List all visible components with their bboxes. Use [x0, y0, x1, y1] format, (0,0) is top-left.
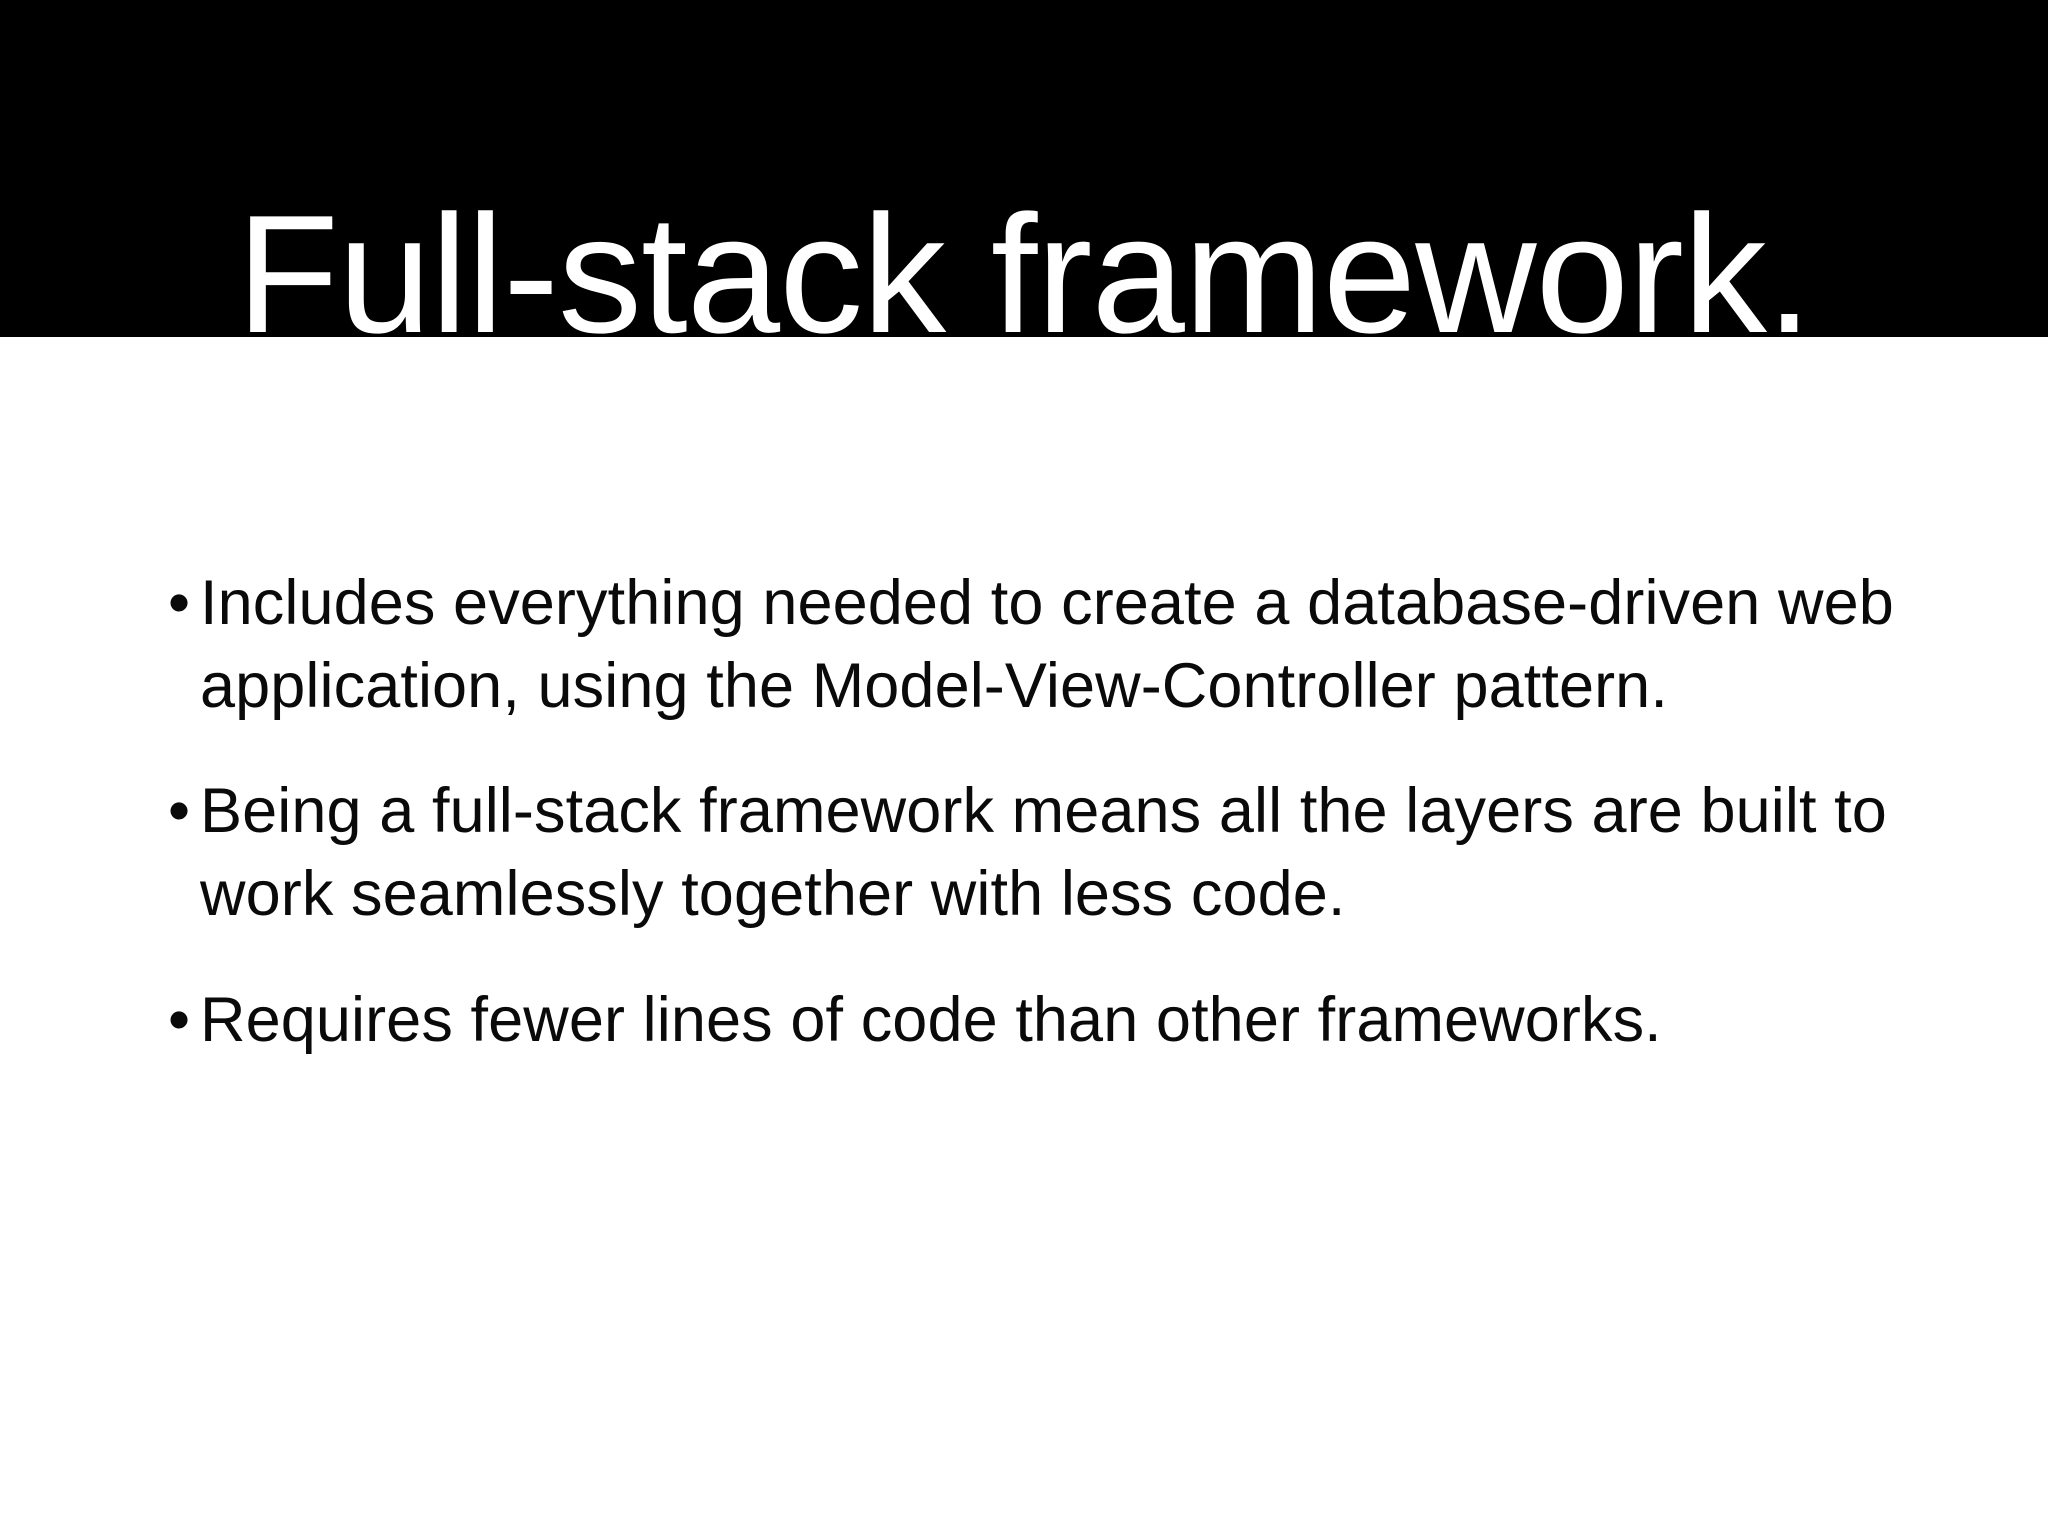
bullet-point-icon: • — [168, 568, 191, 638]
list-item-text: Being a full-stack framework means all t… — [200, 776, 1887, 930]
list-item-text: Includes everything needed to create a d… — [200, 568, 1894, 722]
list-item: • Being a full-stack framework means all… — [168, 770, 1928, 936]
list-item: • Requires fewer lines of code than othe… — [168, 979, 1928, 1062]
list-item-text: Requires fewer lines of code than other … — [200, 984, 1662, 1055]
slide-body: • Includes everything needed to create a… — [0, 337, 2048, 1536]
bullet-point-icon: • — [168, 776, 191, 847]
title-banner — [0, 0, 2048, 337]
list-item: • Includes everything needed to create a… — [168, 562, 1928, 728]
bullet-list: • Includes everything needed to create a… — [168, 562, 1928, 1062]
page-title: Full-stack framework. — [236, 180, 1812, 369]
bullet-point-icon: • — [168, 984, 191, 1055]
